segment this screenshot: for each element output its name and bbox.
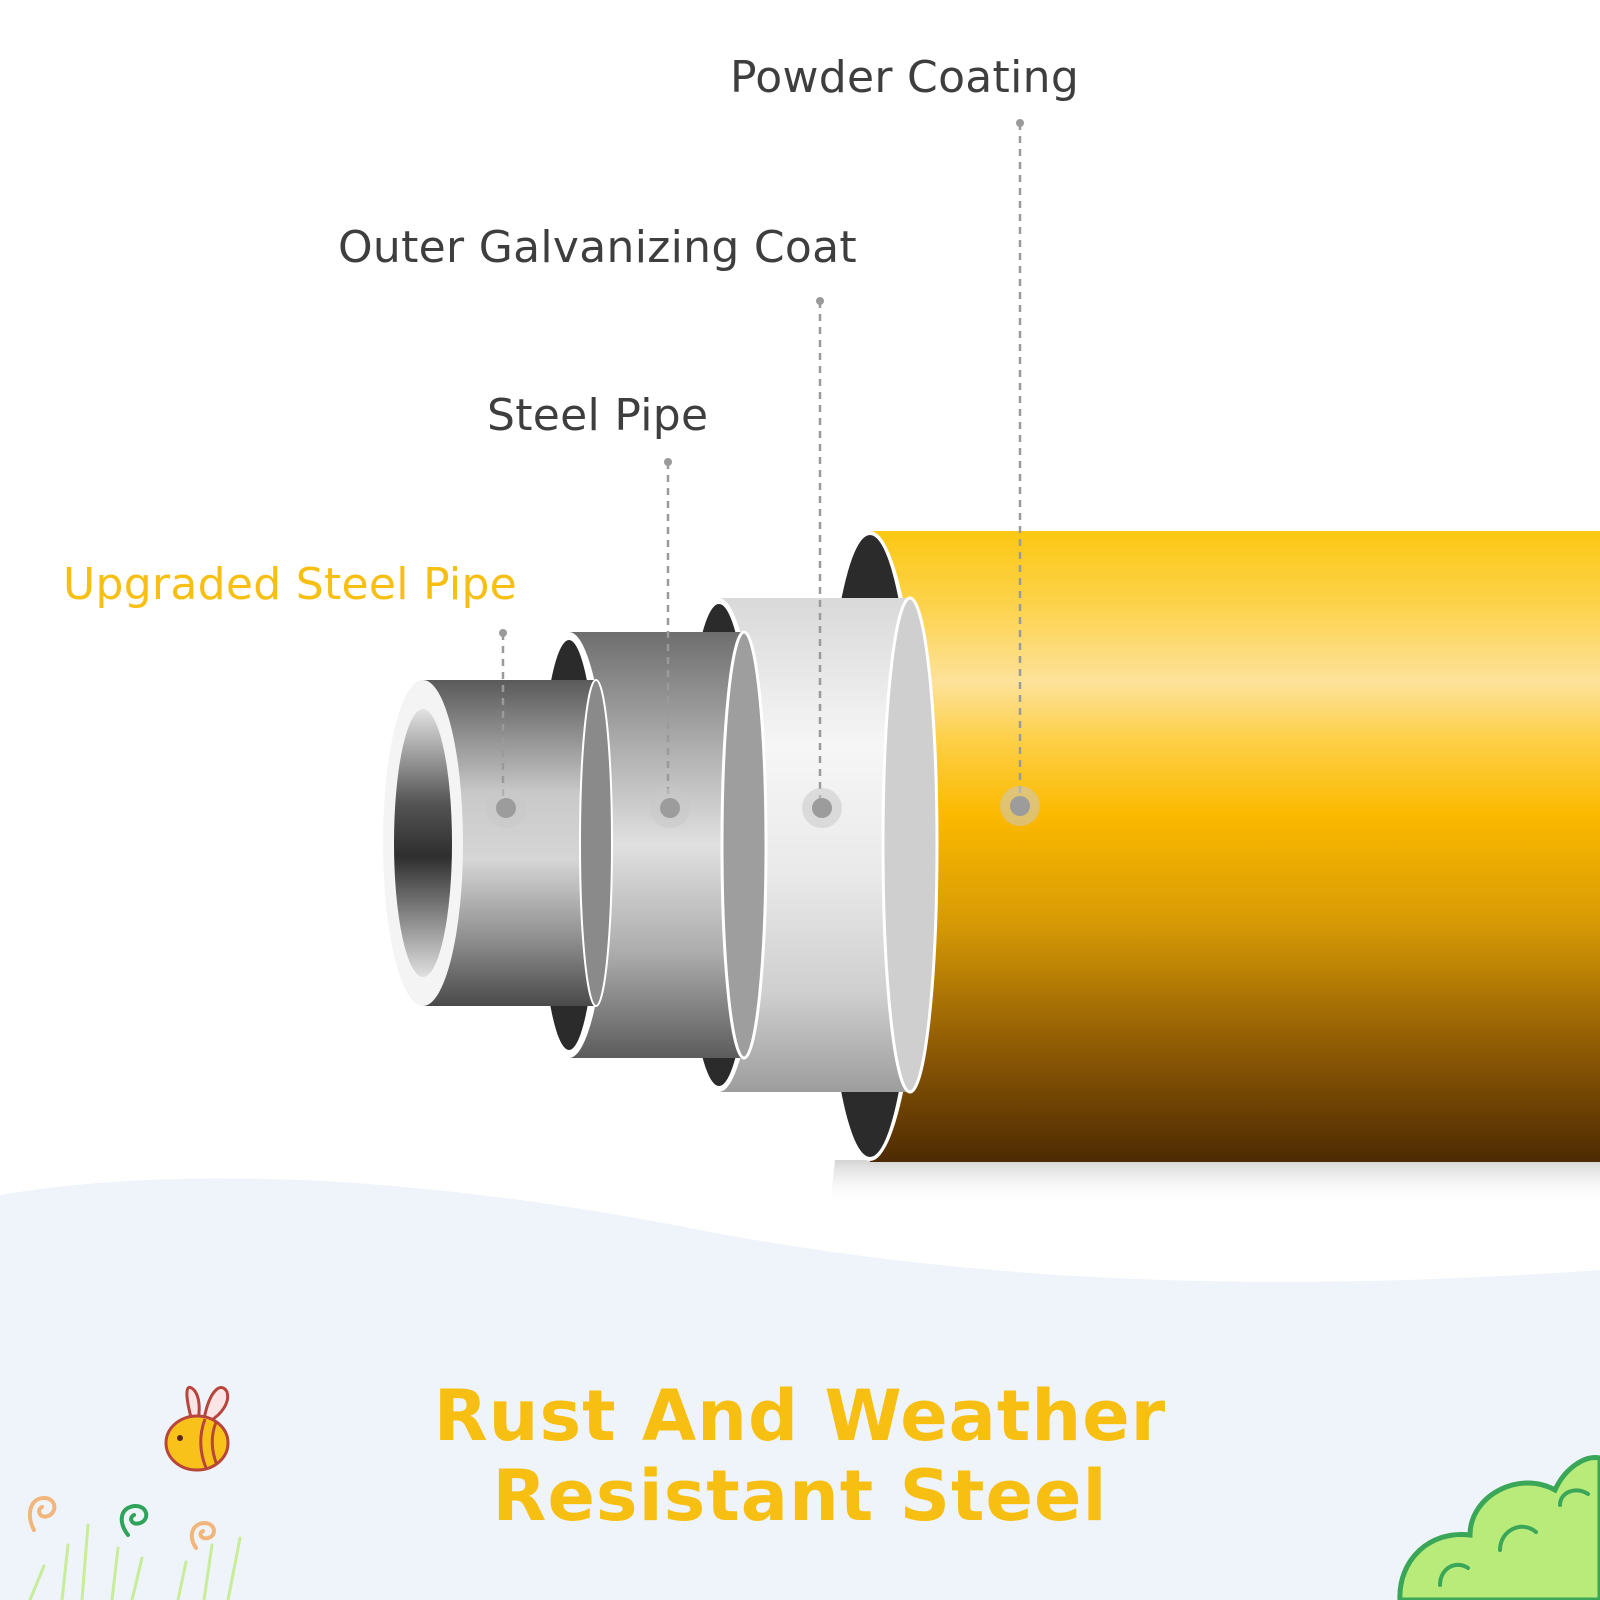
leader-steel-pipe (650, 458, 690, 828)
label-upgraded-steel-pipe: Upgraded Steel Pipe (63, 559, 518, 610)
leader-outer-galvanizing (802, 297, 842, 828)
grass-icon (28, 1523, 242, 1600)
leader-powder-coating (1000, 119, 1040, 826)
swirl-icon (27, 1495, 216, 1550)
leader-upgraded-steel-pipe (486, 629, 526, 828)
bee-icon (164, 1385, 230, 1472)
upgraded-steel-pipe-layer (383, 679, 613, 1007)
wave-background (0, 1178, 1600, 1600)
powder-coating-layer (817, 531, 1600, 1162)
label-outer-galvanizing-coat: Outer Galvanizing Coat (338, 222, 857, 273)
pipe-shadow (830, 1160, 1600, 1205)
headline-line-1: Rust And Weather (433, 1375, 1167, 1457)
bush-icon (1397, 1455, 1600, 1600)
headline-line-2: Resistant Steel (492, 1455, 1108, 1537)
label-powder-coating: Powder Coating (730, 52, 1080, 103)
label-steel-pipe: Steel Pipe (487, 390, 709, 441)
